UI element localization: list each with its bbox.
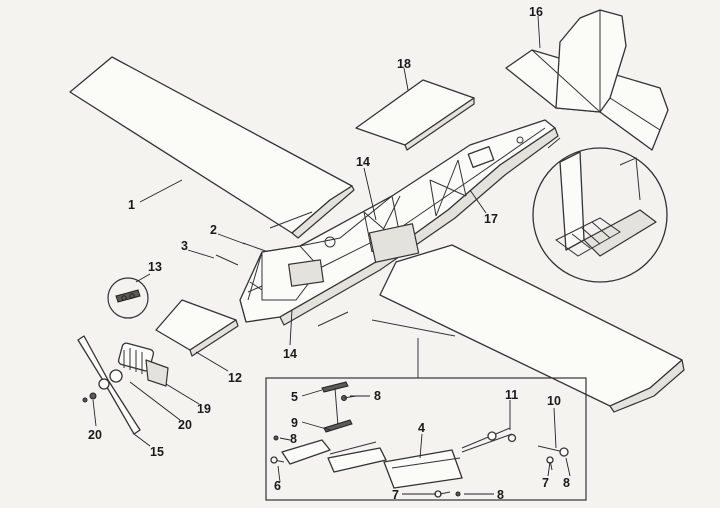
callout-17: 17	[484, 212, 498, 226]
callout-13: 13	[148, 260, 162, 274]
callout-11: 11	[505, 388, 518, 402]
callout-20-left: 20	[88, 428, 102, 442]
fuselage	[239, 119, 559, 326]
tail-detail-inset	[532, 137, 668, 283]
callout-18: 18	[397, 57, 411, 71]
callout-12: 12	[228, 371, 242, 385]
callout-9: 9	[291, 416, 298, 430]
callout-10: 10	[547, 394, 561, 408]
callout-2: 2	[210, 223, 217, 237]
callout-16: 16	[529, 5, 543, 19]
left-wing	[69, 56, 355, 239]
callout-5: 5	[291, 390, 298, 404]
callout-8-top: 8	[374, 389, 381, 403]
motor-mount-inset	[107, 277, 149, 319]
right-wing	[379, 244, 685, 413]
leader-lines	[92, 15, 571, 495]
hatch-cover	[355, 79, 475, 151]
callout-6: 6	[274, 479, 281, 493]
callout-19: 19	[197, 402, 211, 416]
engine	[109, 342, 169, 387]
callout-15: 15	[150, 445, 164, 459]
cowl-piece	[155, 299, 239, 357]
lower-wing-rods	[317, 311, 456, 337]
callout-4: 4	[418, 421, 425, 435]
callout-3: 3	[181, 239, 188, 253]
tail-assembly	[505, 9, 669, 151]
callout-20-right: 20	[178, 418, 192, 432]
parts-box	[265, 338, 587, 501]
callout-8-right: 8	[563, 476, 570, 490]
callouts: 1 2 3 4 5 6 7 7 8 8 8 8 9 10 11 12 13 14…	[88, 5, 570, 502]
callout-8-bottom: 8	[497, 488, 504, 502]
callout-7-bottom: 7	[392, 488, 399, 502]
callout-14-upper: 14	[356, 155, 370, 169]
callout-14-lower: 14	[283, 347, 297, 361]
callout-8-left: 8	[290, 432, 297, 446]
callout-1: 1	[128, 198, 135, 212]
propeller	[77, 335, 141, 435]
callout-7-right: 7	[542, 476, 549, 490]
